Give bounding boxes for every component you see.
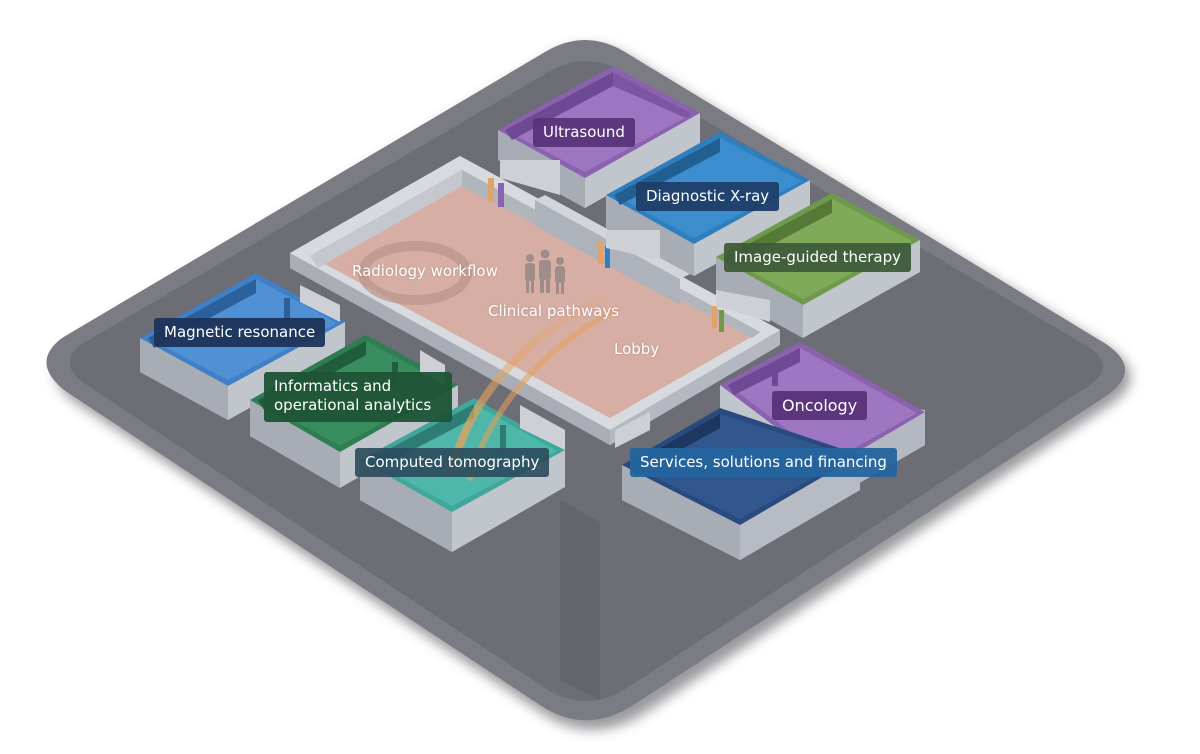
people-silhouettes [525,249,565,294]
radiology-workflow-ring [358,241,472,305]
clinical-pathways-label: Clinical pathways [488,302,620,320]
magnetic-resonance-label[interactable]: Magnetic resonance [154,318,326,347]
services-label[interactable]: Services, solutions and financing [630,448,897,477]
lobby-label: Lobby [614,340,660,358]
ultrasound-label[interactable]: Ultrasound [533,118,635,147]
lobby [290,156,780,445]
computed-tomography-label[interactable]: Computed tomography [355,448,550,477]
diagnostic-xray-label[interactable]: Diagnostic X-ray [636,182,780,211]
lobby-floor [310,170,760,418]
image-guided-therapy-label[interactable]: Image-guided therapy [724,243,911,272]
radiology-workflow-label: Radiology workflow [352,262,498,280]
oncology-label[interactable]: Oncology [772,391,868,420]
informatics-label[interactable]: Informatics and operational analytics [264,372,452,422]
